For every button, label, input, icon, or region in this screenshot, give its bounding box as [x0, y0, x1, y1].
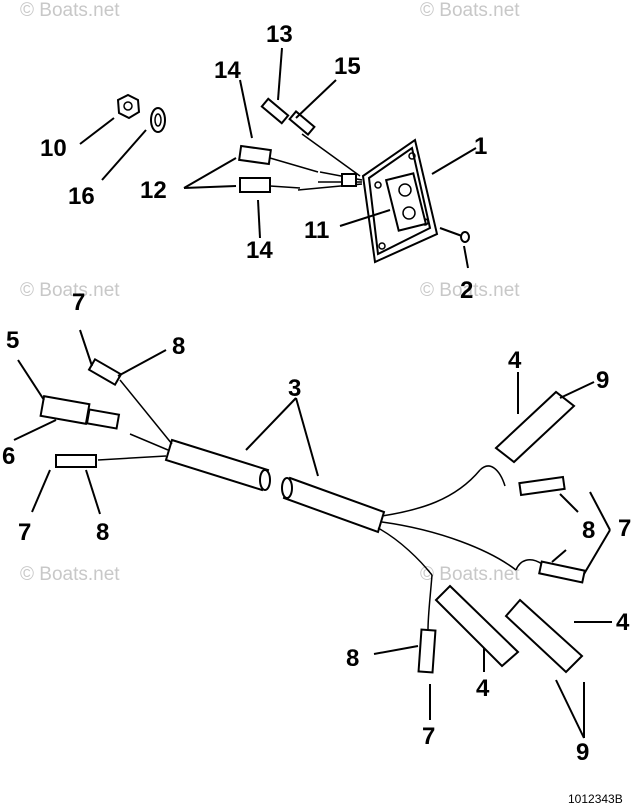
- leader-lines: [13, 47, 612, 739]
- callout-7-right: 7: [618, 515, 631, 542]
- screw: [439, 227, 470, 243]
- callout-9-top: 9: [596, 367, 609, 394]
- callout-12: 12: [140, 177, 167, 204]
- callout-16: 16: [68, 183, 95, 210]
- wiring-harness: [97, 379, 584, 674]
- nut: [116, 93, 141, 120]
- switch-plate: [361, 138, 439, 264]
- callout-7-top: 7: [72, 289, 85, 316]
- callout-11: 11: [304, 217, 329, 244]
- watermarks: © Boats.net © Boats.net © Boats.net © Bo…: [20, 0, 520, 585]
- watermark-5: © Boats.net: [20, 564, 120, 585]
- watermark-1: © Boats.net: [20, 0, 120, 21]
- callout-2: 2: [460, 277, 473, 304]
- watermark-4: © Boats.net: [420, 280, 520, 301]
- callout-8-bottom: 8: [346, 645, 359, 672]
- connectors: [39, 357, 586, 674]
- callout-4-right: 4: [616, 609, 630, 636]
- callout-14-top: 14: [214, 57, 241, 84]
- callout-1: 1: [474, 133, 487, 160]
- callout-10: 10: [40, 135, 67, 162]
- callouts: 1 2 3 4 4 4 5 6 7 7 7 7 8 8 8 8 9 9 10 1…: [2, 21, 631, 766]
- callout-13: 13: [266, 21, 293, 48]
- watermark-2: © Boats.net: [420, 0, 520, 21]
- callout-7-left: 7: [18, 519, 31, 546]
- drawing-code: 1012343B: [568, 792, 623, 806]
- washer: [150, 107, 166, 133]
- watermark-6: © Boats.net: [420, 564, 520, 585]
- callout-8-top: 8: [172, 333, 185, 360]
- callout-3: 3: [288, 375, 301, 402]
- callout-8-left: 8: [96, 519, 109, 546]
- callout-15: 15: [334, 53, 361, 80]
- callout-4-bottom: 4: [476, 675, 490, 702]
- callout-5: 5: [6, 327, 19, 354]
- callout-14-bottom: 14: [246, 237, 273, 264]
- callout-7-bottom: 7: [422, 723, 435, 750]
- watermark-3: © Boats.net: [20, 280, 120, 301]
- callout-9-bottom: 9: [576, 739, 589, 766]
- callout-6: 6: [2, 443, 15, 470]
- callout-4-top: 4: [508, 347, 522, 374]
- callout-8-right: 8: [582, 517, 595, 544]
